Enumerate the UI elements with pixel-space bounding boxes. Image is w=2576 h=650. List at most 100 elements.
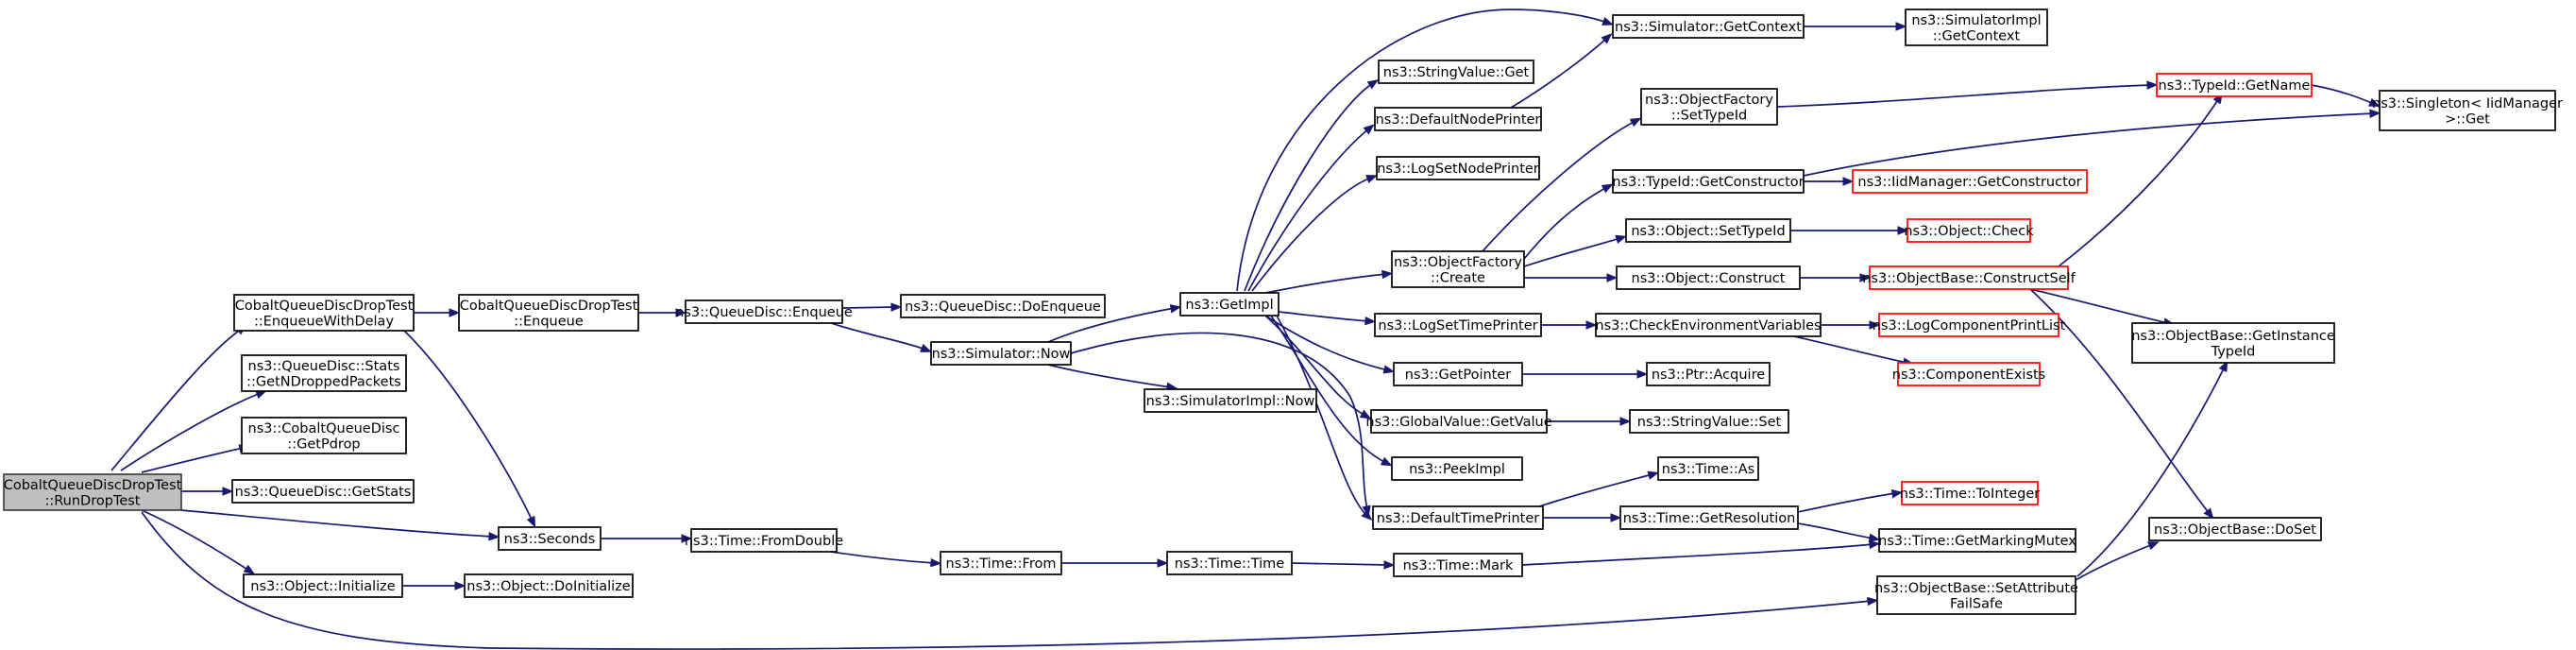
arrowhead bbox=[1380, 456, 1393, 467]
node-typeIdGetName[interactable]: ns3::TypeId::GetName bbox=[2156, 73, 2313, 97]
node-box bbox=[1876, 575, 2076, 615]
node-label: ns3::PeekImpl bbox=[1409, 462, 1505, 477]
edge-objFactoryCreate-to-typeIdGetCtor bbox=[1523, 183, 1614, 260]
node-label: ns3::TypeId::GetName bbox=[2159, 78, 2311, 94]
node-label: ns3::ObjectBase::ConstructSelf bbox=[1862, 271, 2076, 286]
node-doEnqueue[interactable]: ns3::QueueDisc::DoEnqueue bbox=[900, 294, 1106, 318]
node-timeFrom[interactable]: ns3::Time::From bbox=[940, 551, 1062, 575]
node-simNow[interactable]: ns3::Simulator::Now bbox=[930, 341, 1072, 366]
node-peekImpl[interactable]: ns3::PeekImpl bbox=[1391, 456, 1523, 481]
edge-fromDouble-to-timeFrom bbox=[830, 551, 942, 568]
node-getPointer[interactable]: ns3::GetPointer bbox=[1393, 362, 1523, 386]
arrowhead bbox=[920, 343, 932, 352]
node-defTimePrinter[interactable]: ns3::DefaultTimePrinter bbox=[1372, 505, 1544, 530]
node-box bbox=[1640, 88, 1778, 126]
node-simImplGetContext[interactable]: ns3::SimulatorImpl::GetContext bbox=[1905, 9, 2048, 46]
edge-getImpl-to-logSetNodePrinter bbox=[1251, 175, 1378, 292]
arrowhead bbox=[2146, 80, 2159, 90]
edge-line bbox=[1270, 315, 1387, 464]
node-box bbox=[458, 294, 639, 332]
edge-line bbox=[2029, 288, 2169, 324]
node-label: ns3::ComponentExists bbox=[1892, 368, 2046, 383]
node-simImplNow[interactable]: ns3::SimulatorImpl::Now bbox=[1144, 388, 1317, 413]
edge-typeIdGetCtor-to-singletonGet bbox=[1803, 109, 2381, 177]
node-logCompPrintList[interactable]: ns3::LogComponentPrintList bbox=[1873, 313, 2066, 337]
node-root[interactable]: CobaltQueueDiscDropTest::RunDropTest bbox=[3, 473, 182, 511]
arrowhead bbox=[1362, 505, 1371, 518]
node-objFactorySetTypeId[interactable]: ns3::ObjectFactory::SetTypeId bbox=[1640, 88, 1778, 126]
node-defNodePrinter[interactable]: ns3::DefaultNodePrinter bbox=[1374, 107, 1542, 131]
node-typeIdGetCtor[interactable]: ns3::TypeId::GetConstructor bbox=[1612, 169, 1805, 194]
arrowhead bbox=[449, 308, 461, 317]
node-objCheck[interactable]: ns3::Object::Check bbox=[1904, 218, 2034, 243]
node-objFactoryCreate[interactable]: ns3::ObjectFactory::Create bbox=[1391, 250, 1525, 288]
arrowhead bbox=[1859, 273, 1872, 282]
node-getPdrop[interactable]: ns3::CobaltQueueDisc::GetPdrop bbox=[241, 417, 407, 454]
node-label: ns3::Singleton< IidManager bbox=[2372, 96, 2563, 111]
edge-getImpl-to-objFactoryCreate bbox=[1264, 269, 1394, 294]
node-label: ns3::ObjectBase::SetAttribute bbox=[1874, 581, 2078, 596]
node-doInit[interactable]: ns3::Object::DoInitialize bbox=[464, 573, 634, 598]
node-label: CobaltQueueDiscDropTest bbox=[4, 478, 182, 493]
node-globalValueGet[interactable]: ns3::GlobalValue::GetValue bbox=[1365, 409, 1552, 434]
edge-enqWithDelay-to-testEnqueue bbox=[414, 308, 461, 317]
arrowhead bbox=[1364, 316, 1377, 326]
node-getNDropped[interactable]: ns3::QueueDisc::Stats::GetNDroppedPacket… bbox=[241, 354, 407, 392]
arrowhead bbox=[1897, 226, 1909, 235]
node-fromDouble[interactable]: ns3::Time::FromDouble bbox=[685, 528, 843, 553]
node-compExists[interactable]: ns3::ComponentExists bbox=[1892, 362, 2046, 386]
node-objSetTypeId[interactable]: ns3::Object::SetTypeId bbox=[1625, 218, 1791, 243]
edge-line bbox=[830, 551, 936, 564]
arrowhead bbox=[1869, 539, 1881, 550]
node-testEnqueue[interactable]: CobaltQueueDiscDropTest::Enqueue bbox=[458, 294, 639, 332]
arrowhead bbox=[1585, 320, 1598, 330]
arrowhead bbox=[1610, 513, 1622, 522]
node-timeMark[interactable]: ns3::Time::Mark bbox=[1393, 553, 1523, 577]
node-label: ns3::Simulator::Now bbox=[932, 347, 1071, 362]
edge-setAttrFailSafe-to-getInstanceTypeId bbox=[2076, 360, 2229, 577]
node-logSetNodePrinter[interactable]: ns3::LogSetNodePrinter bbox=[1376, 156, 1540, 180]
edge-getImpl-to-stringValueGet bbox=[1244, 79, 1380, 292]
node-getMarkingMutex[interactable]: ns3::Time::GetMarkingMutex bbox=[1878, 528, 2076, 553]
arrowhead bbox=[1869, 320, 1881, 330]
node-objConstruct[interactable]: ns3::Object::Construct bbox=[1616, 265, 1801, 290]
edge-root-to-seconds bbox=[180, 509, 500, 541]
node-box bbox=[1393, 553, 1523, 577]
node-label: ns3::ObjectBase::GetInstance bbox=[2131, 329, 2335, 344]
node-box bbox=[1878, 528, 2076, 553]
node-doSet[interactable]: ns3::ObjectBase::DoSet bbox=[2148, 517, 2322, 541]
node-objInit[interactable]: ns3::Object::Initialize bbox=[243, 573, 403, 598]
node-label: >::Get bbox=[2445, 111, 2490, 127]
node-label: ns3::TypeId::GetConstructor bbox=[1612, 175, 1804, 190]
node-stringValueGet[interactable]: ns3::StringValue::Get bbox=[1378, 60, 1534, 84]
node-stringValueSet[interactable]: ns3::StringValue::Set bbox=[1629, 409, 1789, 434]
node-label: ::GetPdrop bbox=[287, 436, 360, 452]
node-timeTime[interactable]: ns3::Time::Time bbox=[1166, 551, 1293, 575]
node-enqWithDelay[interactable]: CobaltQueueDiscDropTest::EnqueueWithDela… bbox=[233, 294, 415, 332]
node-constructSelf[interactable]: ns3::ObjectBase::ConstructSelf bbox=[1862, 265, 2076, 290]
edge-simNow-to-simImplNow bbox=[1047, 364, 1178, 392]
node-timeAs[interactable]: ns3::Time::As bbox=[1657, 456, 1759, 481]
node-box bbox=[1393, 362, 1523, 386]
node-box bbox=[241, 417, 407, 454]
node-qdEnqueue[interactable]: ns3::QueueDisc::Enqueue bbox=[675, 299, 853, 324]
node-checkEnv[interactable]: ns3::CheckEnvironmentVariables bbox=[1595, 313, 1822, 337]
node-getImpl[interactable]: ns3::GetImpl bbox=[1179, 292, 1280, 316]
node-ptrAcquire[interactable]: ns3::Ptr::Acquire bbox=[1646, 362, 1771, 386]
node-box bbox=[233, 294, 415, 332]
node-timeGetRes[interactable]: ns3::Time::GetResolution bbox=[1619, 505, 1799, 530]
node-timeToInteger[interactable]: ns3::Time::ToInteger bbox=[1900, 481, 2040, 505]
node-singletonGet[interactable]: ns3::Singleton< IidManager >::Get bbox=[2372, 90, 2563, 131]
node-iidMgrGetCtor[interactable]: ns3::IidManager::GetConstructor bbox=[1852, 169, 2088, 194]
node-label: TypeId bbox=[2211, 344, 2256, 359]
node-getStats[interactable]: ns3::QueueDisc::GetStats bbox=[231, 479, 415, 504]
node-logSetTimePrinter[interactable]: ns3::LogSetTimePrinter bbox=[1374, 313, 1542, 337]
node-simGetContext[interactable]: ns3::Simulator::GetContext bbox=[1612, 14, 1805, 39]
node-box bbox=[1852, 169, 2088, 194]
node-box bbox=[2379, 90, 2556, 131]
node-seconds[interactable]: ns3::Seconds bbox=[498, 526, 602, 551]
edge-root-to-objInit bbox=[141, 509, 256, 574]
node-box bbox=[1374, 313, 1542, 337]
